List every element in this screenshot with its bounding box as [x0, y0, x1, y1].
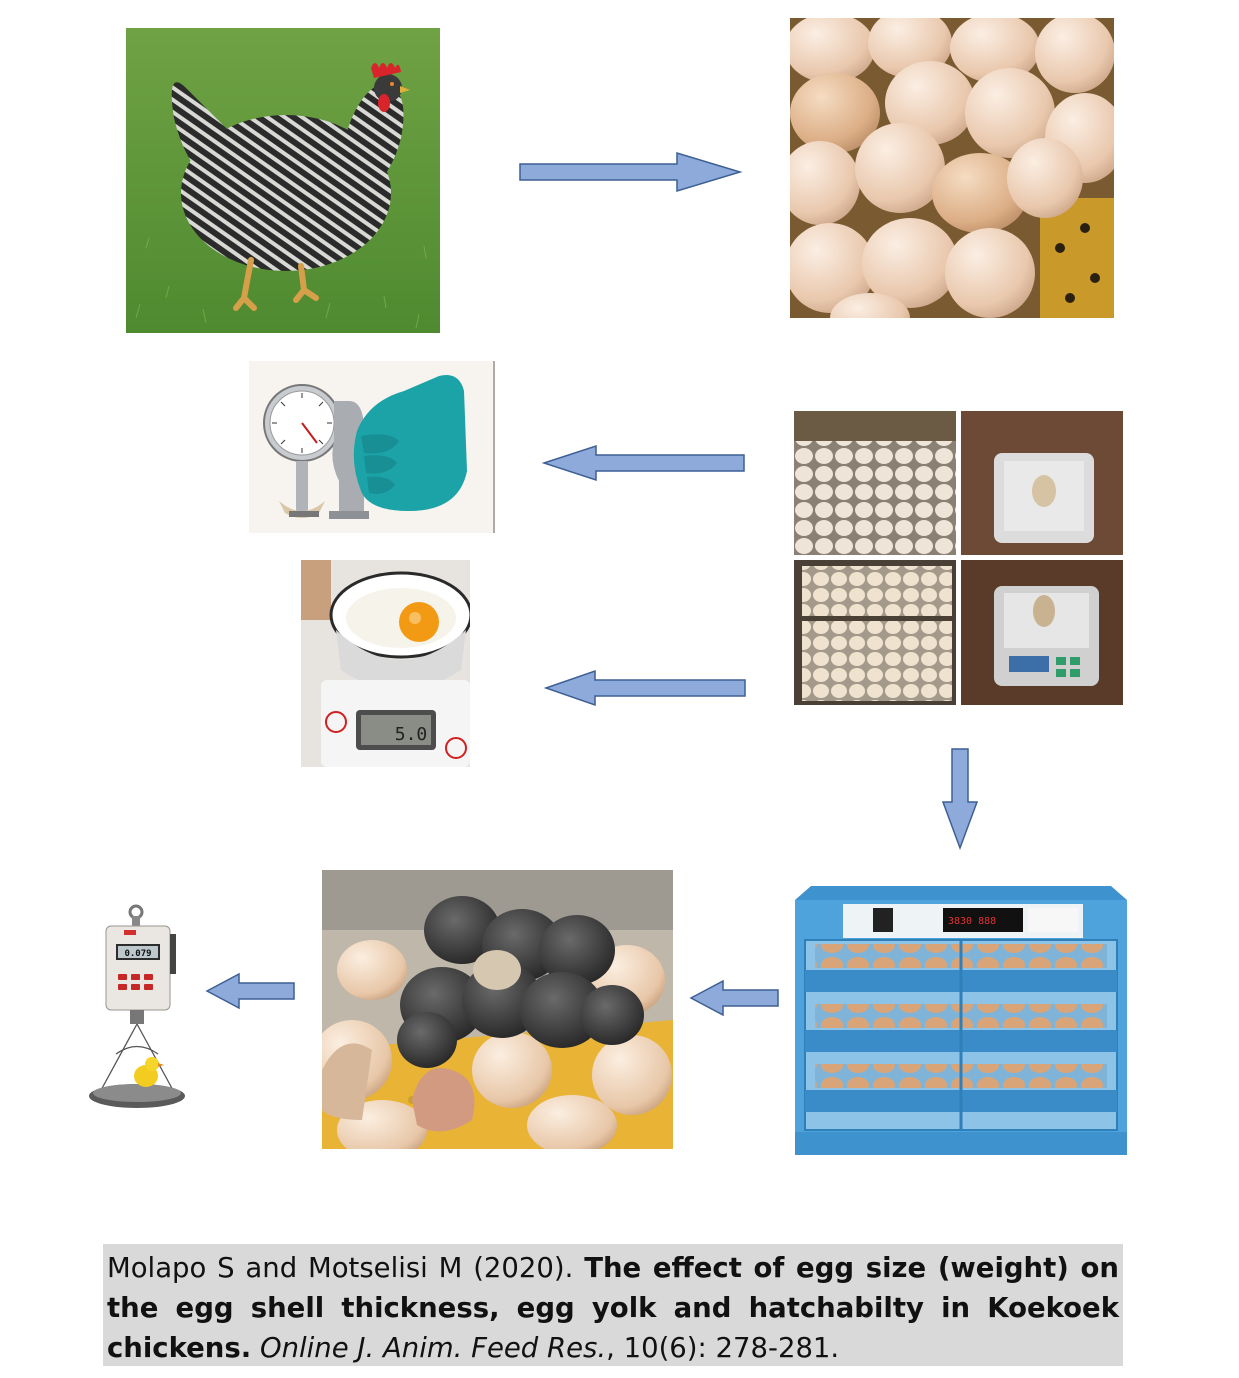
yolk-on-scale-icon: 5.0 [301, 560, 470, 767]
arrow-left-icon [543, 669, 746, 707]
chicks-icon [322, 870, 673, 1149]
eggs-pile-photo [790, 18, 1114, 318]
arrow-left-icon [689, 979, 779, 1017]
citation-box: Molapo S and Motselisi M (2020). The eff… [103, 1244, 1123, 1366]
to-hatching-arrow [689, 979, 780, 1017]
chick-weighing-scale-photo: 0.079 [86, 904, 196, 1120]
eggshell-thickness-gauge-photo [249, 361, 495, 533]
hanging-scale-icon: 0.079 [86, 904, 196, 1120]
incubator-icon: 3830 888 [793, 874, 1129, 1158]
eggs-icon [790, 18, 1114, 318]
to-yolk-weight-arrow [543, 669, 747, 707]
citation-title: The effect of egg size (weight) on the e… [107, 1252, 1119, 1364]
citation-authors: Molapo S and Motselisi M (2020). [107, 1252, 585, 1284]
citation-volume-pages: , 10(6): 278-281. [606, 1332, 840, 1364]
koekoek-hen-icon [126, 28, 440, 333]
egg-weighing-grid-photo [794, 411, 1123, 705]
dial-gauge-icon [249, 361, 495, 533]
svg-text:3830 888: 3830 888 [948, 916, 996, 927]
arrow-left-icon [205, 972, 295, 1010]
arrow-down-icon [941, 748, 979, 851]
to-shell-thickness-arrow [541, 444, 746, 482]
incubator-photo: 3830 888 [793, 874, 1129, 1158]
arrow-left-icon [541, 444, 745, 482]
chick-scale-readout: 0.079 [124, 949, 151, 959]
hatching-chicks-photo [322, 870, 673, 1149]
hen-to-eggs-arrow [519, 151, 743, 193]
citation-journal: Online J. Anim. Feed Res. [251, 1332, 607, 1364]
yolk-scale-readout: 5.0 [395, 724, 428, 745]
to-chick-weight-arrow [205, 972, 296, 1010]
to-incubator-arrow [941, 748, 979, 851]
egg-trays-and-scale-icon [794, 411, 1123, 705]
yolk-weighing-photo: 5.0 [301, 560, 470, 767]
hen-photo [126, 28, 440, 333]
arrow-right-icon [519, 151, 743, 193]
